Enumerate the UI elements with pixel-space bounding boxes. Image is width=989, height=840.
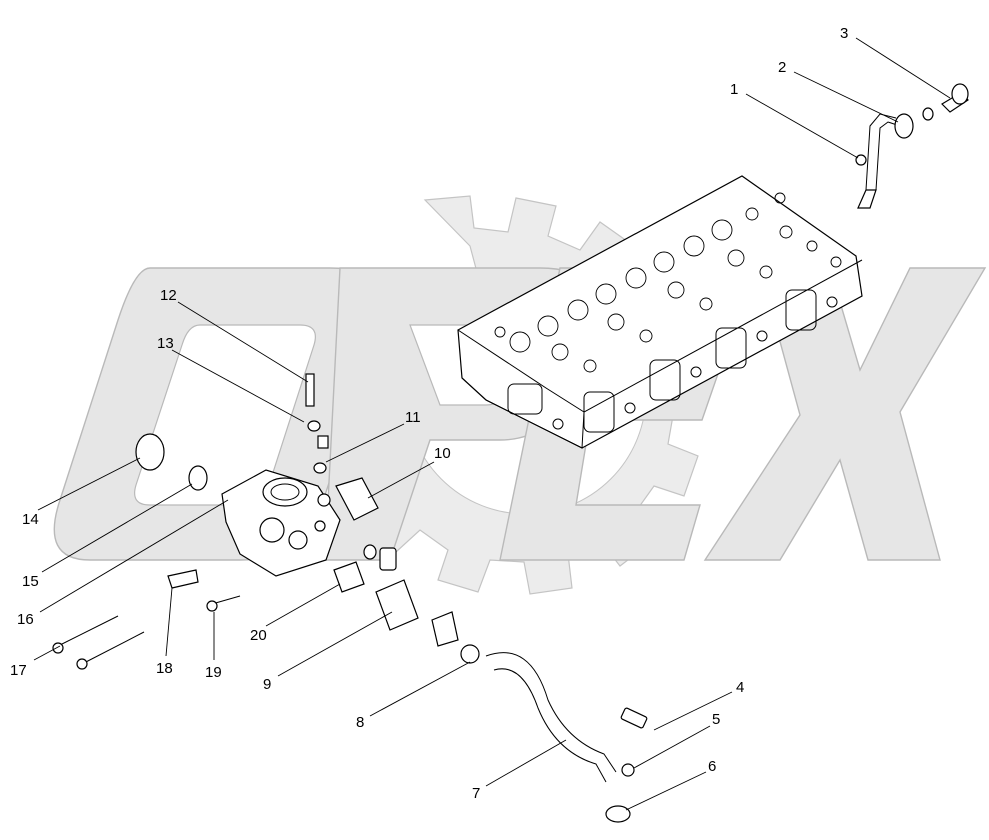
hose xyxy=(485,652,648,823)
callout-13: 13 xyxy=(157,335,174,352)
callout-17: 17 xyxy=(10,662,27,679)
callout-5: 5 xyxy=(712,711,720,728)
callout-labels: 1 2 3 4 5 6 7 8 9 10 11 12 13 14 15 16 1… xyxy=(10,25,848,802)
callout-4: 4 xyxy=(736,679,744,696)
small-parts xyxy=(52,373,480,670)
callout-15: 15 xyxy=(22,573,39,590)
callout-20: 20 xyxy=(250,627,267,644)
callout-11: 11 xyxy=(405,409,421,426)
callout-9: 9 xyxy=(263,676,271,693)
callout-12: 12 xyxy=(160,287,177,304)
thermostat-housing xyxy=(221,469,341,577)
banjo-pipe xyxy=(855,83,969,209)
cylinder-head xyxy=(457,175,863,449)
callout-16: 16 xyxy=(17,611,34,628)
leader-lines xyxy=(33,37,951,811)
callout-6: 6 xyxy=(708,758,716,775)
callout-19: 19 xyxy=(205,664,222,681)
callout-7: 7 xyxy=(472,785,480,802)
callout-18: 18 xyxy=(156,660,173,677)
callout-2: 2 xyxy=(778,59,786,76)
callout-1: 1 xyxy=(730,81,738,98)
callout-14: 14 xyxy=(22,511,39,528)
callout-10: 10 xyxy=(434,445,451,462)
callout-3: 3 xyxy=(840,25,848,42)
callout-8: 8 xyxy=(356,714,364,731)
